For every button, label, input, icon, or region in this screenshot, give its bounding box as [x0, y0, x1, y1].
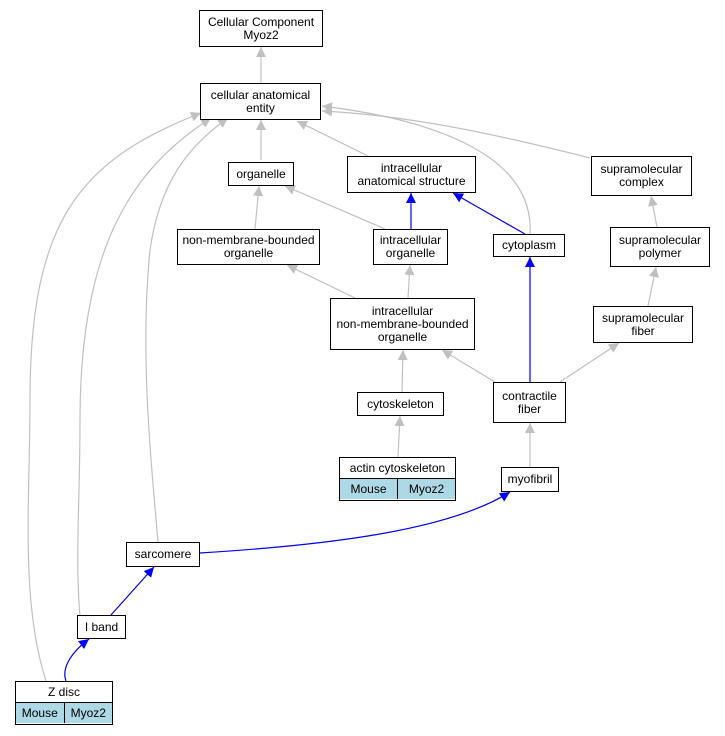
node-label: myofibril [507, 472, 553, 486]
node-label: intracellular anatomical structure [357, 160, 466, 188]
node-supramolecular-complex[interactable]: supramolecular complex [591, 156, 692, 196]
edge-smp-to-smc [647, 195, 658, 228]
node-label: intracellular non-membrane-bounded organ… [336, 303, 469, 344]
edge-cf-to-smf [559, 342, 620, 383]
edge-sarcomere-to-myofibril [199, 491, 511, 554]
node-label: non-membrane-bounded organelle [182, 233, 315, 260]
edge-smc-to-cae [321, 106, 591, 159]
node-cytoskeleton[interactable]: cytoskeleton [357, 392, 444, 416]
edge-cytoplasm-to-ias [452, 192, 526, 235]
node-z-disc[interactable]: Z disc Mouse Myoz2 [15, 681, 113, 725]
annotation-row: Mouse Myoz2 [340, 478, 455, 499]
node-label: supramolecular polymer [618, 233, 702, 260]
edge-iband-to-cae [77, 117, 212, 617]
edge-ias-to-cae [296, 120, 371, 158]
node-label: intracellular organelle [379, 233, 442, 260]
species-cell: Mouse [340, 479, 397, 499]
edge-inmbo-to-nmbo [286, 264, 356, 299]
node-organelle[interactable]: organelle [228, 162, 294, 186]
edge-io-to-organelle [284, 185, 386, 230]
node-supramolecular-polymer[interactable]: supramolecular polymer [610, 227, 710, 267]
node-label: supramolecular complex [600, 162, 683, 189]
node-label: I band [84, 619, 119, 634]
edge-iband-to-sarcomere [110, 566, 155, 616]
node-label: supramolecular fiber [601, 310, 685, 338]
node-intracellular-non-membrane-bounded-organelle[interactable]: intracellular non-membrane-bounded organ… [330, 298, 475, 350]
node-label: actin cytoskeleton [349, 461, 446, 475]
edge-cf-to-inmbo [441, 349, 496, 383]
edge-sarcomere-to-cae [145, 117, 229, 543]
node-supramolecular-fiber[interactable]: supramolecular fiber [593, 306, 693, 343]
gene-cell: Myoz2 [397, 479, 455, 499]
node-label: sarcomere [134, 547, 192, 561]
node-label: Cellular Component Myoz2 [207, 14, 315, 42]
annotation-row: Mouse Myoz2 [16, 702, 112, 723]
edge-zdisc-to-cae [27, 111, 202, 682]
node-non-membrane-bounded-organelle[interactable]: non-membrane-bounded organelle [177, 229, 320, 265]
node-intracellular-organelle[interactable]: intracellular organelle [373, 229, 448, 265]
node-cellular-component[interactable]: Cellular Component Myoz2 [199, 10, 323, 47]
node-cytoplasm[interactable]: cytoplasm [493, 234, 565, 257]
node-i-band[interactable]: I band [77, 615, 126, 639]
edge-zdisc-to-iband [64, 638, 90, 682]
edge-smf-to-smp [647, 266, 659, 307]
node-label: contractile fiber [502, 388, 557, 416]
node-cellular-anatomical-entity[interactable]: cellular anatomical entity [200, 83, 321, 120]
edge-nmbo-to-organelle [253, 185, 264, 230]
node-label: cytoskeleton [367, 396, 434, 411]
node-label: cellular anatomical entity [210, 87, 311, 115]
edge-actin-to-cytoskeleton [394, 415, 405, 458]
edge-cytoskeleton-to-inmbo [397, 349, 408, 393]
node-contractile-fiber[interactable]: contractile fiber [493, 382, 566, 423]
node-myofibril[interactable]: myofibril [501, 467, 559, 492]
edge-inmbo-to-io [404, 264, 415, 299]
edge-cytoplasm-to-cae [321, 102, 531, 235]
node-label: Z disc [47, 685, 80, 699]
node-actin-cytoskeleton[interactable]: actin cytoskeleton Mouse Myoz2 [339, 457, 456, 501]
gene-cell: Myoz2 [63, 703, 112, 723]
species-cell: Mouse [16, 703, 64, 723]
node-label: cytoplasm [501, 238, 557, 252]
node-sarcomere[interactable]: sarcomere [126, 542, 200, 567]
node-label: organelle [236, 166, 286, 181]
node-intracellular-anatomical-structure[interactable]: intracellular anatomical structure [347, 156, 476, 193]
